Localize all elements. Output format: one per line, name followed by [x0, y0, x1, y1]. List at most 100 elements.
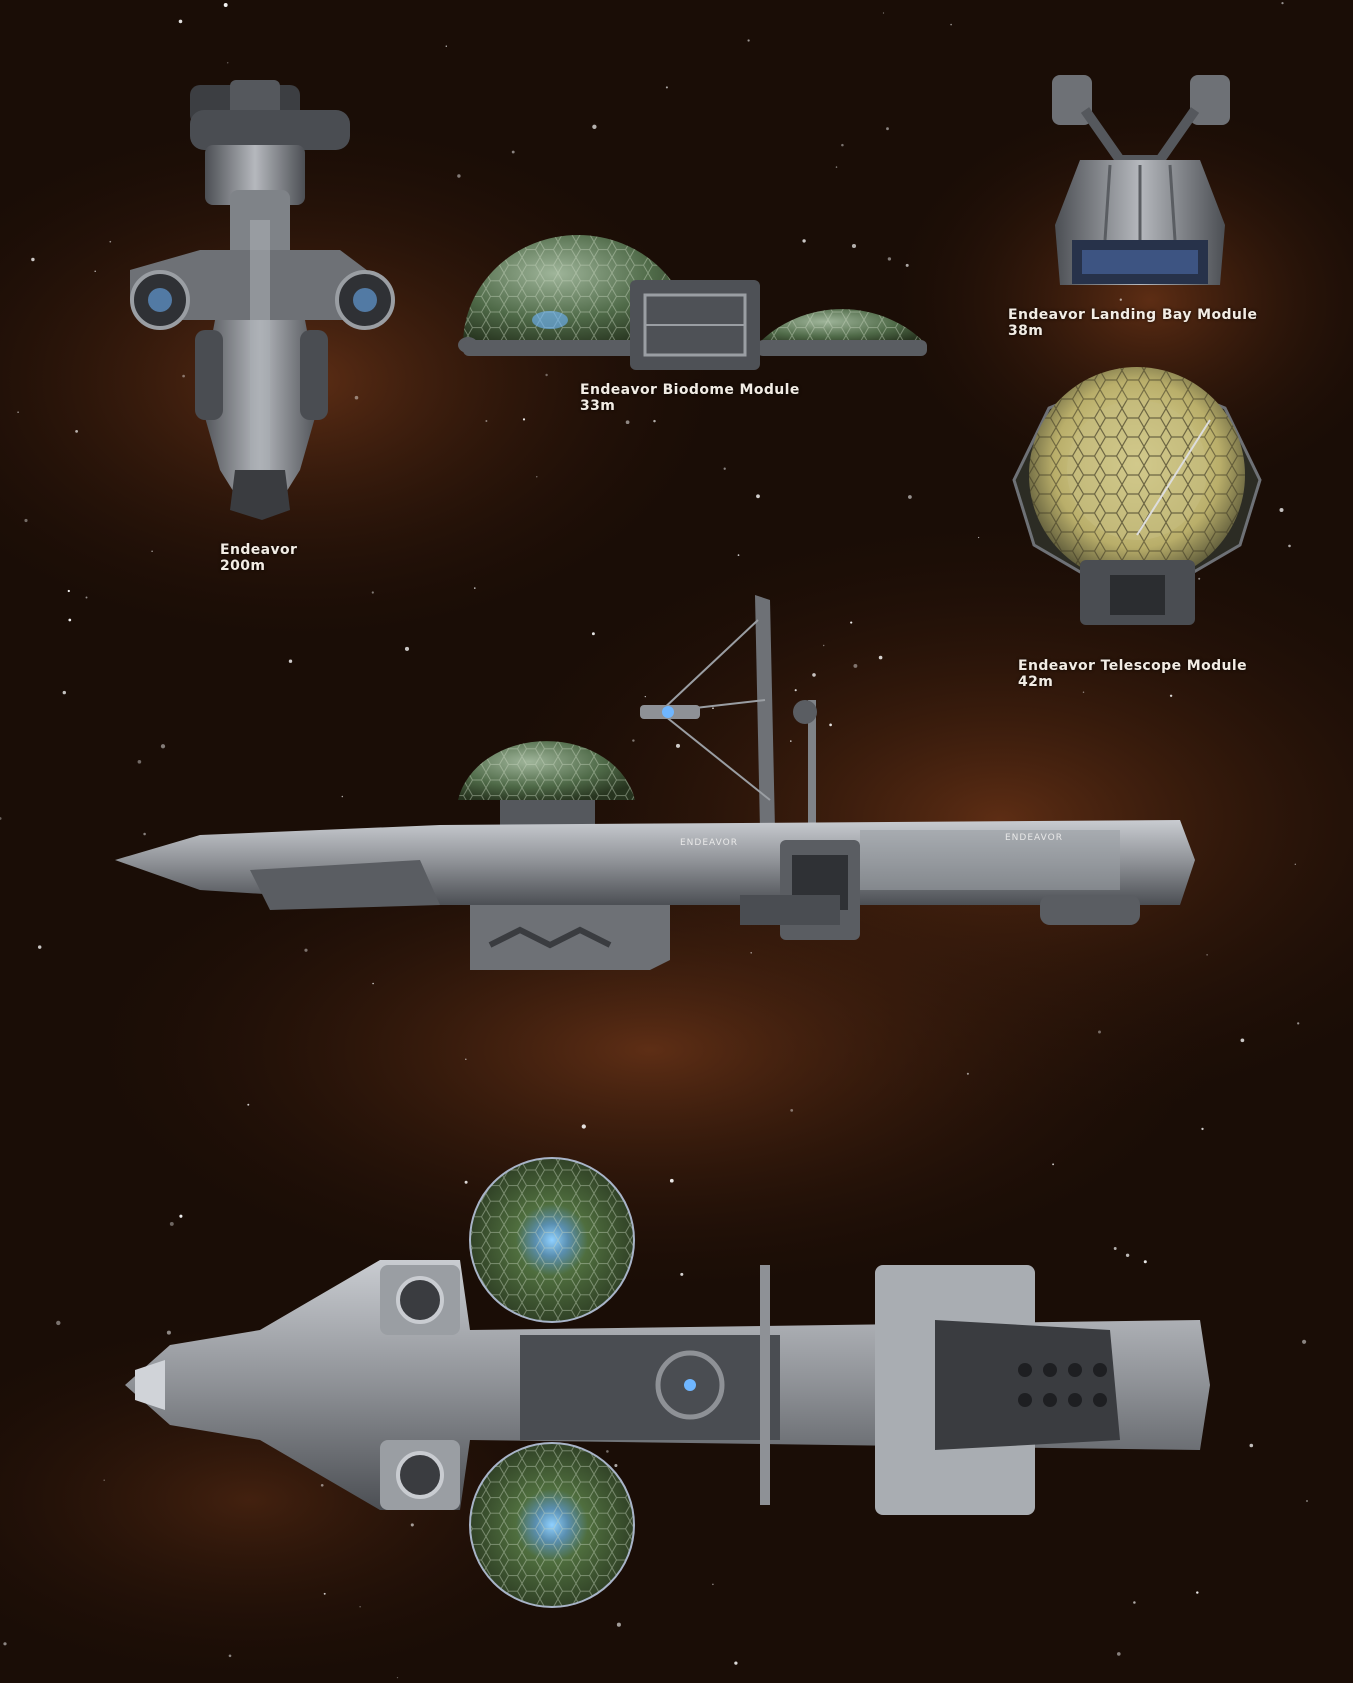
star	[67, 589, 70, 593]
star	[1169, 694, 1173, 698]
star	[226, 62, 229, 64]
star	[737, 554, 740, 556]
star	[1113, 1247, 1117, 1250]
star	[887, 257, 892, 261]
label-biodome-name: Endeavor Biodome Module	[580, 382, 800, 398]
star	[665, 86, 668, 89]
star	[143, 832, 146, 836]
star	[1206, 954, 1208, 956]
star	[485, 420, 488, 422]
star	[151, 550, 153, 553]
star	[905, 263, 909, 267]
label-telescope: Endeavor Telescope Module 42m	[1018, 658, 1247, 690]
star	[457, 174, 461, 178]
star	[669, 1178, 674, 1183]
star	[835, 166, 838, 168]
label-endeavor: Endeavor 200m	[220, 542, 297, 574]
label-biodome-size: 33m	[580, 398, 616, 414]
star	[841, 143, 844, 147]
star	[625, 420, 630, 425]
star	[1294, 863, 1296, 865]
star	[396, 1676, 399, 1679]
star	[1082, 691, 1085, 694]
star	[750, 952, 752, 954]
star	[1052, 1163, 1055, 1166]
star	[3, 1642, 7, 1646]
label-endeavor-size: 200m	[220, 558, 266, 574]
star	[223, 3, 228, 7]
star	[1306, 1500, 1308, 1502]
star	[878, 655, 883, 660]
label-telescope-size: 42m	[1018, 674, 1054, 690]
star	[109, 240, 112, 243]
star	[160, 744, 166, 749]
star	[464, 1180, 468, 1184]
star	[56, 1320, 61, 1326]
star	[653, 419, 656, 423]
star	[592, 124, 597, 129]
star	[712, 707, 714, 709]
star	[1288, 544, 1291, 548]
star	[1279, 507, 1284, 513]
landing-bay-module-view	[1052, 75, 1230, 285]
star	[886, 127, 889, 131]
star	[1119, 298, 1122, 301]
star	[0, 817, 2, 820]
star	[950, 23, 952, 26]
star	[966, 1072, 969, 1075]
star	[1116, 1652, 1121, 1656]
star	[511, 150, 515, 154]
star	[62, 690, 66, 695]
star	[372, 982, 374, 985]
star	[304, 948, 308, 952]
star	[829, 723, 832, 727]
star	[680, 1272, 684, 1276]
star	[474, 587, 476, 589]
star	[812, 673, 816, 677]
star	[1196, 1591, 1199, 1594]
star	[1302, 1339, 1307, 1344]
star	[734, 1661, 738, 1665]
star	[591, 632, 595, 636]
star	[179, 1214, 183, 1218]
star	[522, 418, 526, 421]
biodome-module-view	[458, 235, 927, 370]
star	[790, 740, 792, 742]
star	[1281, 1, 1284, 5]
star	[1297, 1022, 1300, 1025]
star	[712, 1583, 714, 1586]
star	[24, 518, 28, 523]
star	[169, 1221, 174, 1226]
star	[178, 19, 183, 24]
star	[632, 739, 635, 742]
star	[1249, 1443, 1254, 1448]
star	[1143, 1260, 1147, 1264]
star	[323, 1592, 326, 1595]
star	[137, 759, 142, 764]
label-endeavor-name: Endeavor	[220, 542, 298, 558]
star	[723, 467, 726, 470]
star	[644, 695, 646, 698]
star	[1201, 1127, 1204, 1131]
star	[404, 646, 410, 651]
star	[794, 689, 797, 692]
star	[68, 618, 72, 622]
label-landing-bay-size: 38m	[1008, 323, 1044, 339]
star	[31, 257, 35, 262]
star	[1098, 1030, 1101, 1034]
star	[1125, 1253, 1130, 1258]
endeavor-top-view	[130, 80, 395, 520]
star	[977, 536, 980, 539]
star	[288, 659, 293, 663]
star	[320, 1483, 324, 1487]
star	[545, 373, 548, 377]
star	[675, 743, 681, 748]
star	[94, 270, 96, 273]
star	[747, 39, 750, 42]
star	[75, 430, 78, 433]
star	[536, 476, 538, 478]
star	[228, 1654, 232, 1658]
star	[822, 644, 825, 647]
hull-marking-ship-name-2: ENDEAVOR	[1005, 833, 1063, 843]
